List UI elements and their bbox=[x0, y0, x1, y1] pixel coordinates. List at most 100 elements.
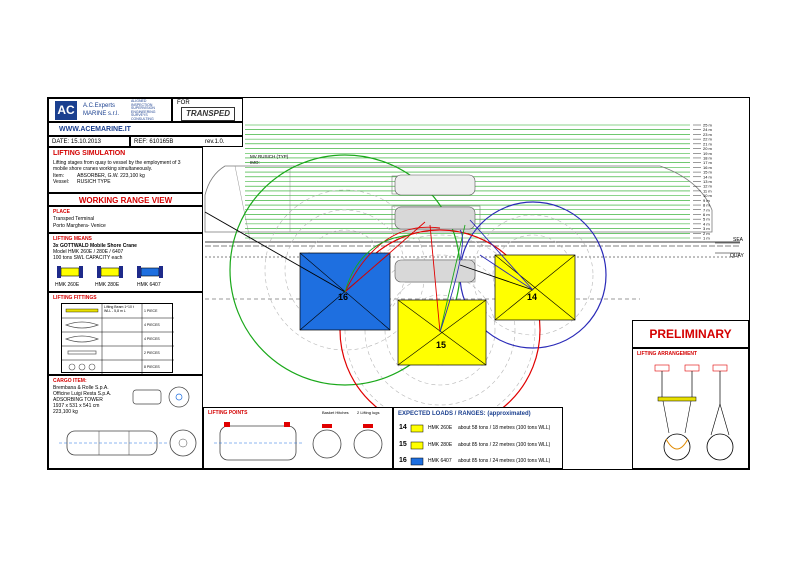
expected-num-15: 15 bbox=[399, 441, 407, 448]
service-item: INSPECTION bbox=[131, 102, 153, 107]
crane-icon-280e bbox=[97, 266, 123, 278]
simulation-desc-2: mobile shore cranes working simultaneous… bbox=[53, 166, 153, 172]
lifting-means-line-3: 100 tons SWL CAPACITY each bbox=[53, 255, 123, 261]
basket-hitches-label: Basket Hitches bbox=[322, 410, 349, 415]
fittings-drawings bbox=[62, 304, 174, 374]
crane-14-pad bbox=[494, 254, 576, 321]
height-label: 15 m bbox=[703, 170, 713, 175]
rev-text: rev.1.0. bbox=[205, 139, 225, 145]
cargo-line-4: 1937 x 531 x 541 cm bbox=[53, 403, 100, 409]
date-box: DATE: 15.10.2013 bbox=[48, 136, 130, 147]
crane-number-14: 14 bbox=[527, 292, 537, 302]
expected-text-14: about 58 tons / 18 metres (100 tons WLL) bbox=[458, 425, 551, 431]
cargo-drawings bbox=[59, 386, 197, 457]
service-item: ENGINEERING bbox=[131, 109, 156, 114]
fitting-qty-5: 8 PIECES bbox=[144, 365, 160, 369]
height-label: 25 m bbox=[703, 123, 713, 128]
expected-crane-icons bbox=[410, 424, 424, 466]
fitting-qty-4: 2 PIECES bbox=[144, 351, 160, 355]
lifting-fittings-box: LIFTING FITTINGS Lifting Beam 1^10 t WLL… bbox=[48, 292, 203, 375]
height-label: 12 m bbox=[703, 184, 713, 189]
expected-text-15: about 85 tons / 22 metres (100 tons WLL) bbox=[458, 442, 551, 448]
vessel-label: MV RUSICH (TYP) bbox=[250, 154, 289, 159]
expected-model-16: HMK 6407 bbox=[428, 458, 452, 464]
vessel-label: Vessel: bbox=[53, 179, 70, 185]
view-title: WORKING RANGE VIEW bbox=[78, 196, 173, 205]
lifting-points-title: LIFTING POINTS bbox=[208, 410, 248, 416]
cargo-title: CARGO ITEM: bbox=[53, 378, 87, 384]
ref-box: REF: 610165B rev.1.0. bbox=[130, 136, 243, 147]
service-item: CONSULTING bbox=[131, 116, 154, 121]
crane-15-pad bbox=[397, 299, 487, 366]
lifting-fittings-title: LIFTING FITTINGS bbox=[53, 295, 97, 301]
website[interactable]: WWW.ACEMARINE.IT bbox=[59, 126, 131, 133]
crane-number-16: 16 bbox=[338, 292, 348, 302]
height-label: 22 m bbox=[703, 137, 713, 142]
height-label: 13 m bbox=[703, 179, 713, 184]
lifting-lugs-label: 2 Lifting lugs bbox=[357, 410, 380, 415]
crane-label-280e: HMK 280E bbox=[95, 282, 120, 288]
item-label: Item: bbox=[53, 173, 65, 179]
height-label: 2 m bbox=[703, 231, 710, 236]
expected-text-16: about 85 tons / 24 metres (100 tons WLL) bbox=[458, 458, 551, 464]
cargo-line-3: ADSORBING TOWER bbox=[53, 397, 103, 403]
cargo-box: CARGO ITEM: Brembana & Rolle S.p.A. Offi… bbox=[48, 375, 203, 469]
lifting-means-line-2: Model HMK 260E / 280E / 6407 bbox=[53, 249, 124, 255]
status-stamp: PRELIMINARY bbox=[649, 327, 732, 341]
height-label: 7 m bbox=[703, 207, 710, 212]
crane-icons bbox=[57, 266, 163, 278]
height-label: 24 m bbox=[703, 127, 713, 132]
services-list: ALIGNED INSPECTION SUPERVISION ENGINEERI… bbox=[131, 99, 171, 122]
fitting-qty-3: 4 PIECES bbox=[144, 337, 160, 341]
simulation-desc-1: Lifting stages from quay to vessel by th… bbox=[53, 160, 181, 166]
height-label: 8 m bbox=[703, 203, 710, 208]
crane-icon-260e bbox=[57, 266, 83, 278]
for-box: FOR TRANSPED bbox=[172, 98, 243, 122]
height-label: 4 m bbox=[703, 221, 710, 226]
simulation-title: LIFTING SIMULATION bbox=[53, 150, 126, 157]
expected-loads-box: EXPECTED LOADS / RANGES: (approximated) … bbox=[393, 407, 563, 469]
cargo-positions bbox=[394, 174, 476, 283]
fitting-desc-1: Lifting Beam 1^10 t WLL - 5,8 m L bbox=[104, 305, 134, 313]
height-label: 23 m bbox=[703, 132, 713, 137]
height-label: 1 m bbox=[703, 236, 710, 241]
lifting-means-box: LIFTING MEANS 3x GOTTWALD Mobile Shore C… bbox=[48, 233, 203, 292]
height-label: 11 m bbox=[703, 188, 712, 193]
fittings-table: Lifting Beam 1^10 t WLL - 5,8 m L 1 PIEC… bbox=[61, 303, 174, 374]
lifting-points-box: LIFTING POINTS Basket Hitches 2 Lifting … bbox=[203, 407, 393, 469]
quay-lines bbox=[205, 241, 740, 300]
height-label: 19 m bbox=[703, 151, 713, 156]
fitting-qty-2: 4 PIECES bbox=[144, 323, 160, 327]
vessel-sub-label: IMO: bbox=[250, 160, 260, 165]
lifting-arrangement-drawing bbox=[654, 364, 734, 461]
preliminary-box: PRELIMINARY bbox=[632, 320, 749, 348]
expected-num-16: 16 bbox=[399, 457, 407, 464]
company-logo: AC bbox=[55, 101, 77, 120]
place-line-1: Transped Terminal bbox=[53, 216, 95, 222]
place-box: PLACE Transped Terminal Porto Marghera- … bbox=[48, 206, 203, 233]
lifting-means-title: LIFTING MEANS bbox=[53, 236, 92, 242]
service-item: SURVEYS bbox=[131, 113, 148, 118]
height-label: 5 m bbox=[703, 217, 710, 222]
crane-label-6407: HMK 6407 bbox=[137, 282, 161, 288]
lifting-arrangement-box: LIFTING ARRANGEMENT bbox=[632, 348, 749, 469]
quay-label: QUAY bbox=[730, 253, 744, 259]
height-label: 3 m bbox=[703, 226, 710, 231]
crane-label-260e: HMK 260E bbox=[55, 282, 80, 288]
height-label: 20 m bbox=[703, 146, 713, 151]
height-labels: 25 m24 m23 m22 m21 m20 m19 m18 m17 m16 m… bbox=[693, 123, 713, 241]
lifting-means-line-1: 3x GOTTWALD Mobile Shore Crane bbox=[53, 243, 137, 249]
header-logo-box: AC A.C.Experts MARINE s.r.l. ALIGNED INS… bbox=[48, 98, 172, 122]
view-title-box: WORKING RANGE VIEW bbox=[48, 193, 203, 206]
vessel-value: RUSICH TYPE bbox=[77, 179, 111, 185]
date-text: DATE: 15.10.2013 bbox=[52, 139, 101, 145]
place-line-2: Porto Marghera- Venice bbox=[53, 223, 106, 229]
place-title: PLACE bbox=[53, 209, 70, 215]
height-label: 14 m bbox=[703, 174, 713, 179]
cargo-line-5: 223,100 kg bbox=[53, 409, 78, 415]
expected-model-15: HMK 280E bbox=[428, 442, 453, 448]
crane-booms bbox=[204, 211, 534, 333]
item-value: ABSORBER, G.W. 223,100 kg bbox=[77, 173, 145, 179]
height-label: 10 m bbox=[703, 193, 713, 198]
height-label: 6 m bbox=[703, 212, 710, 217]
